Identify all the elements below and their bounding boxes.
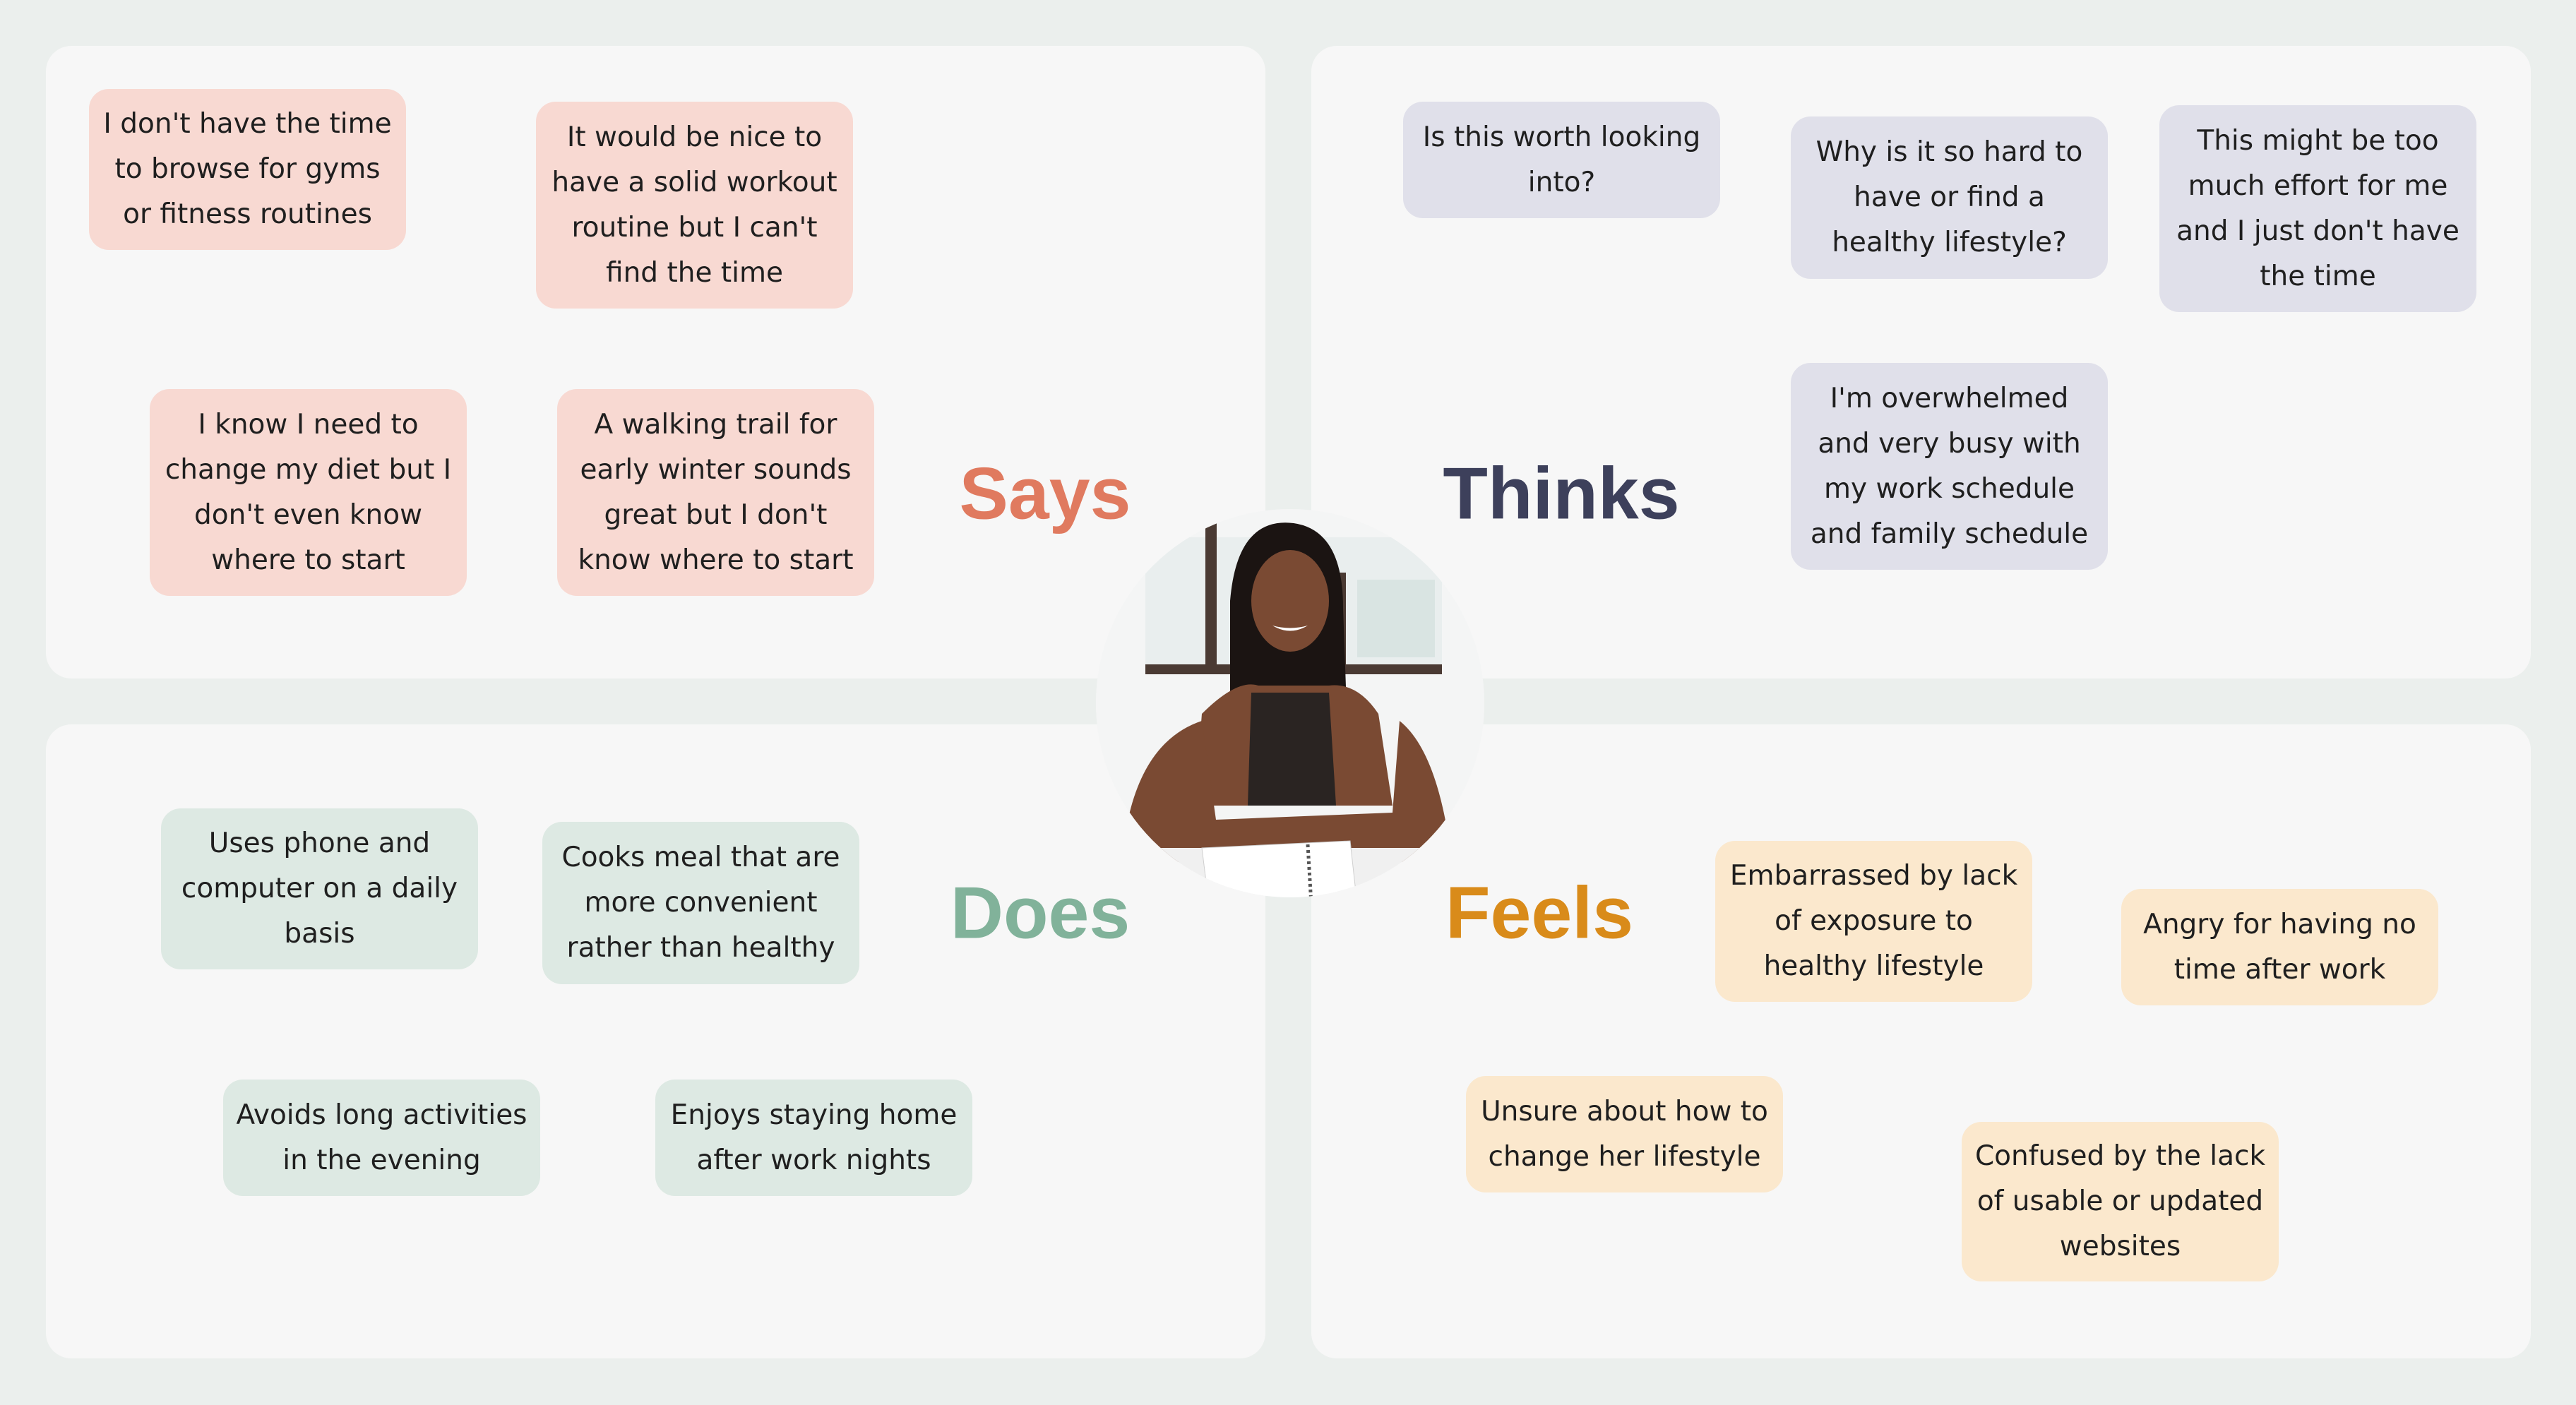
feels-panel <box>1311 724 2531 1358</box>
persona-photo <box>1096 509 1484 897</box>
thinks-title: Thinks <box>1443 453 1680 535</box>
does-note[interactable]: Avoids long activities in the evening <box>223 1080 540 1196</box>
does-note[interactable]: Enjoys staying home after work nights <box>655 1080 972 1196</box>
says-note[interactable]: It would be nice to have a solid workout… <box>536 102 853 309</box>
thinks-note[interactable]: Is this worth looking into? <box>1403 102 1720 218</box>
does-note[interactable]: Uses phone and computer on a daily basis <box>161 808 478 969</box>
says-note[interactable]: I don't have the time to browse for gyms… <box>89 89 406 250</box>
does-note[interactable]: Cooks meal that are more convenient rath… <box>542 822 859 984</box>
feels-title: Feels <box>1445 872 1633 955</box>
feels-note[interactable]: Confused by the lack of usable or update… <box>1962 1122 2279 1281</box>
says-note[interactable]: I know I need to change my diet but I do… <box>150 389 467 596</box>
persona-illustration <box>1096 509 1484 897</box>
thinks-note[interactable]: I'm overwhelmed and very busy with my wo… <box>1791 363 2108 570</box>
thinks-note[interactable]: Why is it so hard to have or find a heal… <box>1791 116 2108 279</box>
feels-note[interactable]: Embarrassed by lack of exposure to healt… <box>1715 841 2032 1002</box>
thinks-note[interactable]: This might be too much effort for me and… <box>2159 105 2476 312</box>
feels-note[interactable]: Angry for having no time after work <box>2121 889 2438 1005</box>
says-note[interactable]: A walking trail for early winter sounds … <box>557 389 874 596</box>
says-title: Says <box>959 453 1131 535</box>
does-title: Does <box>950 872 1131 955</box>
feels-note[interactable]: Unsure about how to change her lifestyle <box>1466 1076 1783 1192</box>
